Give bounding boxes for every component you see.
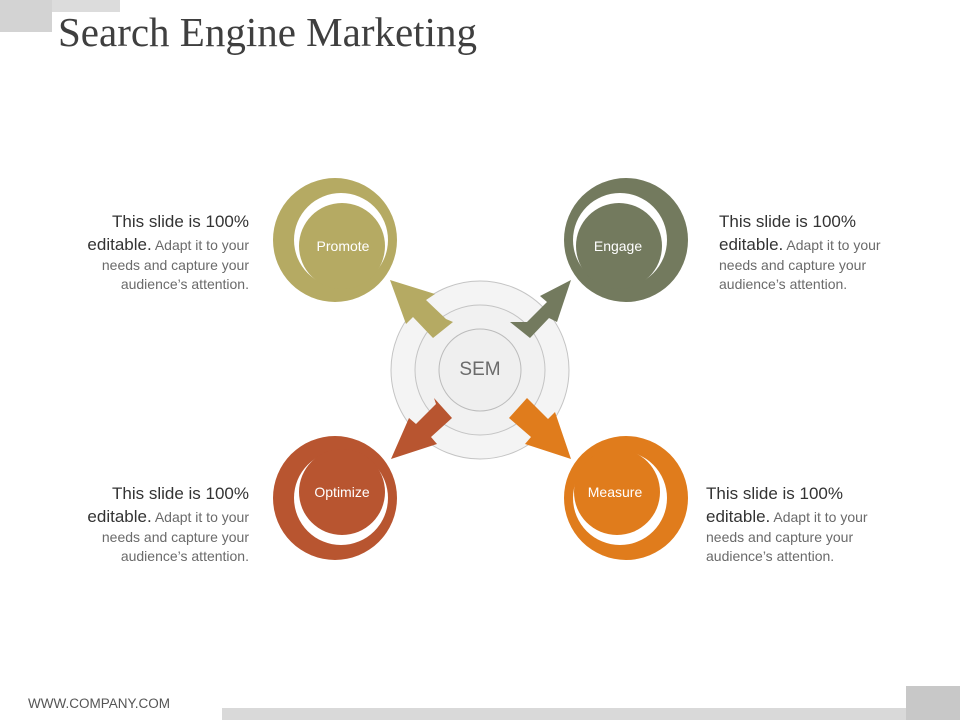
corner-decoration-bottom: [906, 686, 960, 720]
description-optimize: This slide is 100% editable. Adapt it to…: [49, 482, 249, 566]
description-lead: This slide is 100% editable.: [706, 484, 844, 526]
node-measure-disc: [574, 449, 660, 535]
center-label: SEM: [459, 359, 501, 380]
description-lead: This slide is 100% editable.: [719, 212, 857, 254]
arrow-promote: [390, 280, 453, 338]
node-measure: [564, 436, 688, 560]
node-promote: [273, 178, 397, 302]
node-optimize-disc: [299, 449, 385, 535]
node-label-optimize: Optimize: [314, 484, 370, 500]
slide-title: Search Engine Marketing: [58, 9, 477, 55]
corner-decoration-top-strip: [52, 0, 120, 12]
node-label-promote: Promote: [316, 238, 370, 254]
description-body: Adapt it to your needs and capture your …: [101, 509, 249, 564]
node-engage: [564, 178, 688, 302]
description-body: Adapt it to your needs and capture your …: [706, 509, 868, 564]
description-lead: This slide is 100% editable.: [87, 484, 249, 526]
description-body: Adapt it to your needs and capture your …: [719, 237, 881, 292]
description-lead: This slide is 100% editable.: [87, 212, 249, 254]
node-label-measure: Measure: [587, 484, 643, 500]
description-measure: This slide is 100% editable. Adapt it to…: [706, 482, 906, 566]
arrow-measure: [509, 398, 571, 459]
node-engage-disc: [576, 203, 662, 289]
node-label-engage: Engage: [593, 238, 643, 254]
arrow-engage: [510, 280, 571, 338]
node-optimize: [273, 436, 397, 560]
description-promote: This slide is 100% editable. Adapt it to…: [49, 210, 249, 294]
footer-bar: [222, 708, 908, 720]
description-body: Adapt it to your needs and capture your …: [101, 237, 249, 292]
node-promote-disc: [299, 203, 385, 289]
footer-website: WWW.COMPANY.COM: [28, 696, 170, 711]
arrow-optimize: [391, 398, 452, 459]
hub-ring-inner: [438, 328, 522, 412]
description-engage: This slide is 100% editable. Adapt it to…: [719, 210, 919, 294]
corner-decoration-top: [0, 0, 52, 32]
